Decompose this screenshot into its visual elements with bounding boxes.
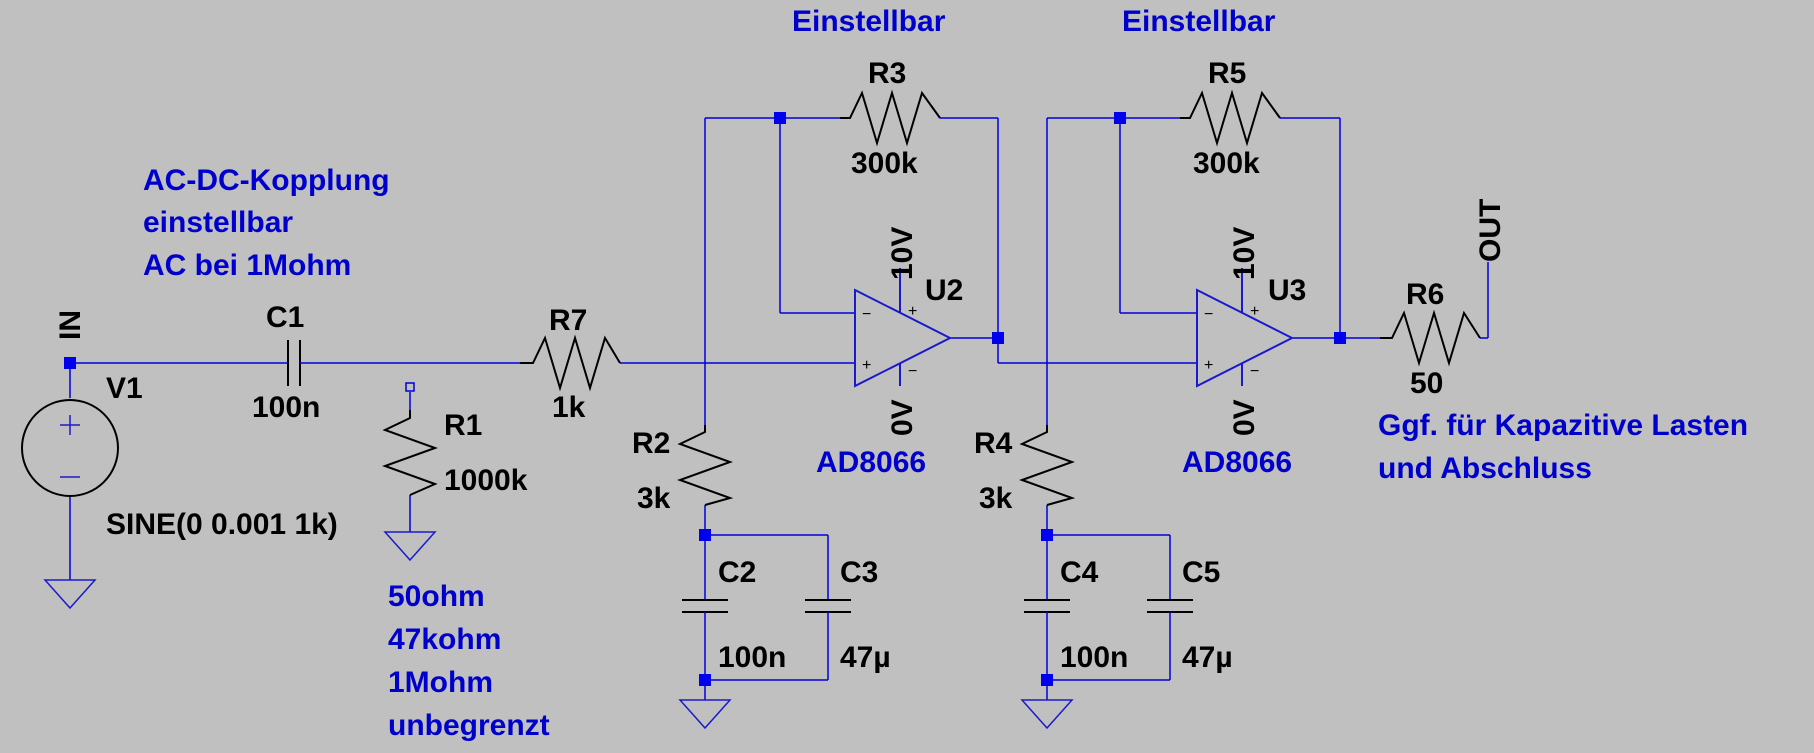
u3-adjustable-note: Einstellbar bbox=[1122, 5, 1276, 38]
net-label-out: OUT bbox=[1474, 199, 1507, 262]
r2-value: 3k bbox=[637, 482, 671, 515]
coupling-note-line-1: AC-DC-Kopplung bbox=[143, 164, 390, 197]
capacitor-c5 bbox=[1147, 599, 1193, 620]
output-note-line-1: Ggf. für Kapazitive Lasten bbox=[1378, 409, 1748, 442]
r3-name: R3 bbox=[868, 57, 906, 90]
u2-name: U2 bbox=[925, 274, 963, 307]
u3-vpos-label: 10V bbox=[1228, 227, 1261, 280]
r2-name: R2 bbox=[632, 427, 670, 460]
opamp-u2-vneg-sign: − bbox=[908, 363, 917, 380]
u2-adjustable-note: Einstellbar bbox=[792, 5, 946, 38]
resistor-r7 bbox=[520, 334, 621, 392]
resistor-r3 bbox=[840, 89, 941, 147]
opamp-u3-plus-sign: + bbox=[1204, 357, 1213, 374]
junction-dots bbox=[64, 112, 1346, 686]
r1-value: 1000k bbox=[444, 464, 528, 497]
c1-name: C1 bbox=[266, 301, 304, 334]
r4-name: R4 bbox=[974, 427, 1013, 460]
u2-model: AD8066 bbox=[816, 446, 926, 479]
termination-note-line-1: 50ohm bbox=[388, 580, 485, 613]
r1-name: R1 bbox=[444, 409, 482, 442]
u3-name: U3 bbox=[1268, 274, 1306, 307]
coupling-note-line-2: einstellbar bbox=[143, 206, 293, 239]
termination-note-line-4: unbegrenzt bbox=[388, 709, 550, 742]
u3-vneg-label: 0V bbox=[1228, 399, 1261, 436]
termination-note-line-2: 47kohm bbox=[388, 623, 501, 656]
opamp-u2-minus-sign: − bbox=[862, 306, 871, 323]
c2-name: C2 bbox=[718, 556, 756, 589]
r7-value: 1k bbox=[552, 391, 586, 424]
opamp-u3-vpos-sign: + bbox=[1250, 303, 1259, 320]
r7-name: R7 bbox=[549, 304, 587, 337]
capacitor-c3 bbox=[805, 599, 851, 620]
resistor-r5 bbox=[1180, 89, 1281, 147]
opamp-u2-vpos-sign: + bbox=[908, 303, 917, 320]
capacitor-c1 bbox=[280, 340, 308, 386]
r5-name: R5 bbox=[1208, 57, 1246, 90]
termination-note-line-3: 1Mohm bbox=[388, 666, 493, 699]
c1-value: 100n bbox=[252, 391, 320, 424]
r6-value: 50 bbox=[1410, 367, 1443, 400]
opamp-u2-plus-sign: + bbox=[862, 357, 871, 374]
r5-value: 300k bbox=[1193, 147, 1260, 180]
resistor-r1 bbox=[382, 410, 438, 496]
opamp-u3-vneg-sign: − bbox=[1250, 363, 1259, 380]
opamp-u3: − + + − bbox=[1196, 268, 1295, 388]
output-note-line-2: und Abschluss bbox=[1378, 452, 1592, 485]
c4-name: C4 bbox=[1060, 556, 1099, 589]
u3-model: AD8066 bbox=[1182, 446, 1292, 479]
wires bbox=[69, 117, 1489, 700]
capacitor-c2 bbox=[682, 599, 728, 620]
c5-name: C5 bbox=[1182, 556, 1220, 589]
capacitor-c4 bbox=[1024, 599, 1070, 620]
opamp-u3-minus-sign: − bbox=[1204, 306, 1213, 323]
net-label-in: IN bbox=[54, 310, 87, 340]
r6-name: R6 bbox=[1406, 278, 1444, 311]
coupling-note-line-3: AC bei 1Mohm bbox=[143, 249, 351, 282]
c2-value: 100n bbox=[718, 641, 786, 674]
r4-value: 3k bbox=[979, 482, 1013, 515]
c3-name: C3 bbox=[840, 556, 878, 589]
u2-vpos-label: 10V bbox=[886, 227, 919, 280]
ground-symbols bbox=[43, 531, 1074, 730]
u2-vneg-label: 0V bbox=[886, 399, 919, 436]
resistor-r4 bbox=[1019, 425, 1076, 506]
voltage-source-v1 bbox=[21, 399, 119, 497]
r3-value: 300k bbox=[851, 147, 918, 180]
resistor-r6 bbox=[1380, 309, 1481, 367]
opamp-u2: − + + − bbox=[854, 268, 953, 388]
v1-value: SINE(0 0.001 1k) bbox=[106, 508, 338, 541]
c4-value: 100n bbox=[1060, 641, 1128, 674]
c3-value: 47µ bbox=[840, 641, 891, 674]
resistor-r2 bbox=[677, 425, 734, 506]
v1-name: V1 bbox=[106, 372, 143, 405]
c5-value: 47µ bbox=[1182, 641, 1233, 674]
